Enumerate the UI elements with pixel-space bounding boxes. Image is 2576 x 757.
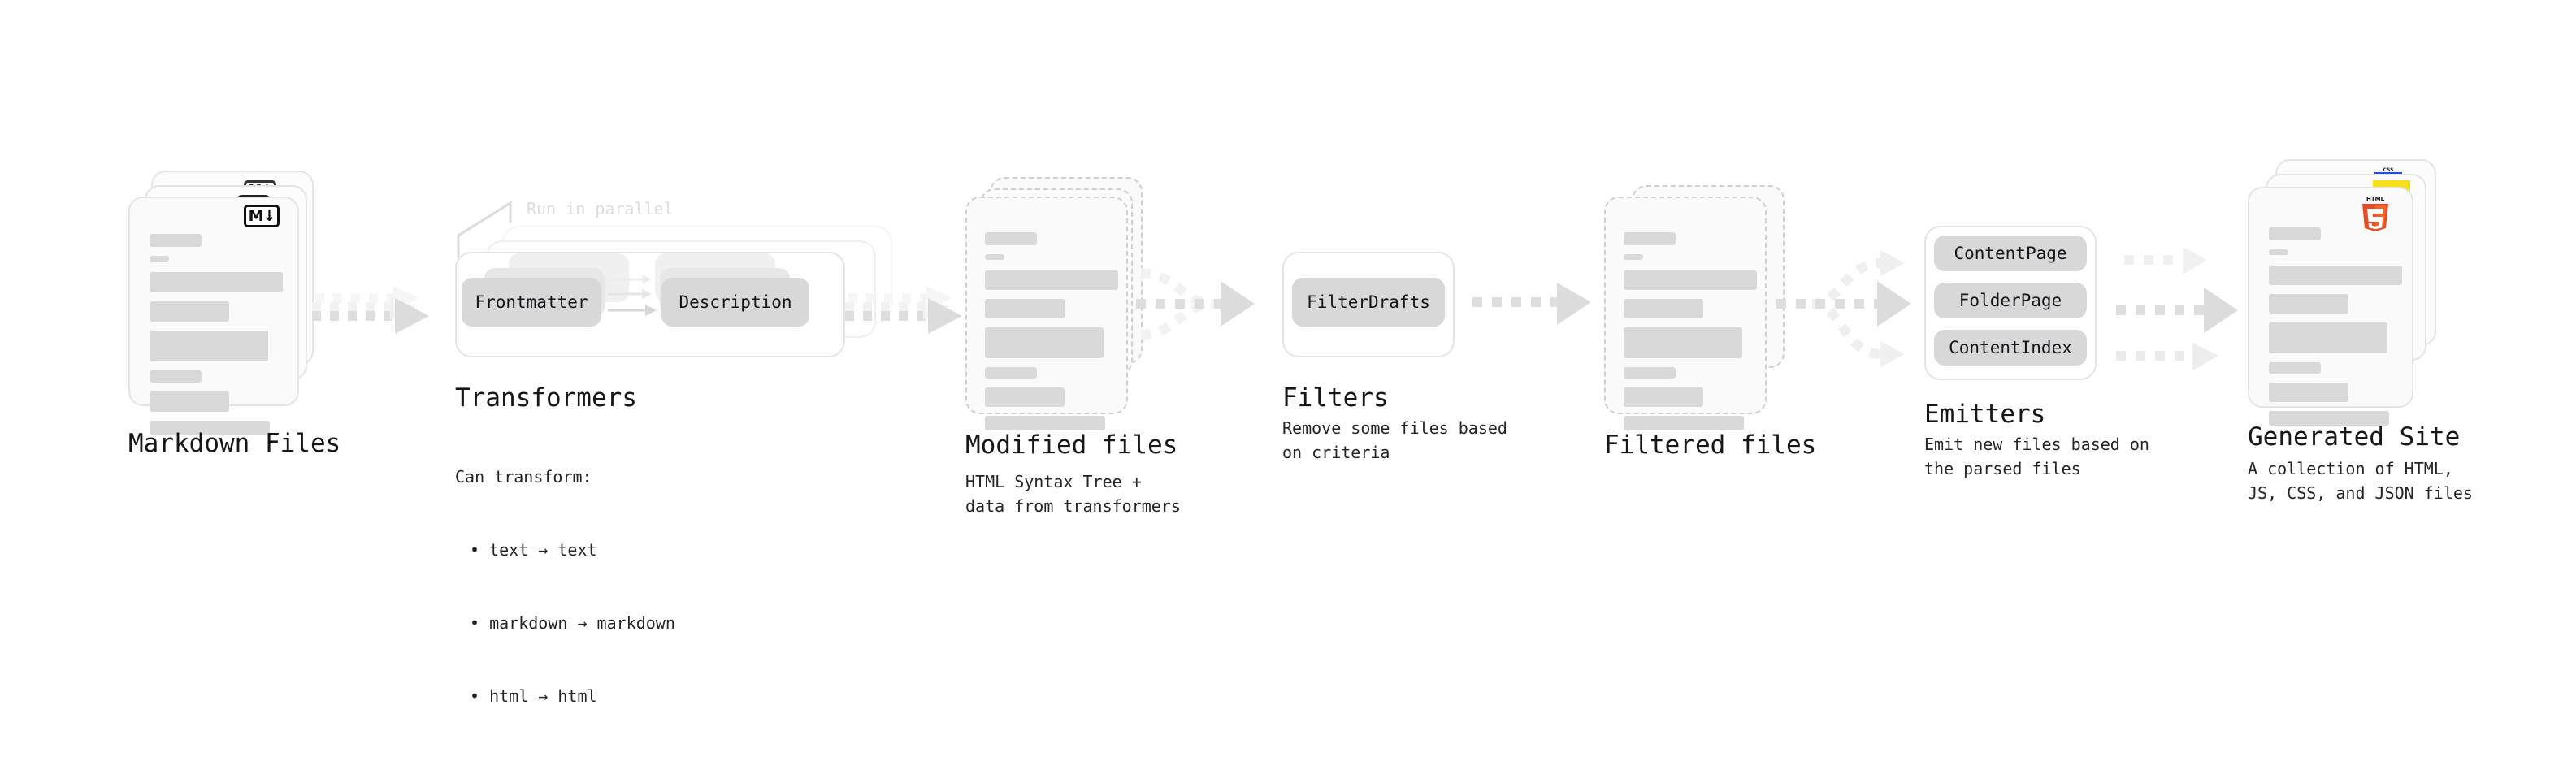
skeleton-bar [2269, 362, 2321, 374]
filter-chip-label: FilterDrafts [1307, 292, 1430, 312]
emitter-chip-contentpage[interactable]: ContentPage [1934, 236, 2087, 271]
html5-icon: HTML [2358, 193, 2392, 232]
skeleton-bar [985, 387, 1065, 407]
arrow-filters-to-filtered [1472, 283, 1591, 325]
skeleton-bars [150, 234, 283, 444]
stage-description-modified-files: HTML Syntax Tree + data from transformer… [965, 472, 1181, 516]
skeleton-bar [985, 327, 1104, 358]
stage-title-generated-site: Generated Site [2248, 422, 2461, 452]
transformer-chip-label: Frontmatter [475, 292, 588, 312]
skeleton-bar [1624, 327, 1742, 358]
stage-title-filtered-files: Filtered files [1604, 430, 1817, 460]
skeleton-bar [985, 254, 1004, 260]
transform-intro: Can transform: [455, 467, 592, 487]
skeleton-bar [2269, 227, 2321, 240]
skeleton-bar [2269, 322, 2387, 353]
skeleton-bar [1624, 254, 1643, 260]
skeleton-bar [1624, 367, 1676, 378]
emitter-chip-folderpage[interactable]: FolderPage [1934, 283, 2087, 318]
svg-text:HTML: HTML [2366, 196, 2385, 202]
skeleton-bar [2269, 249, 2288, 255]
skeleton-bar [1624, 232, 1676, 245]
arrow-transformers-to-modified [845, 286, 962, 334]
arrow-markdown-to-transformers [312, 286, 429, 334]
skeleton-bar [985, 232, 1037, 245]
transformer-chip-frontmatter[interactable]: Frontmatter [462, 278, 601, 327]
transform-bullet: • markdown → markdown [470, 613, 675, 633]
site-file-card-html[interactable] [2248, 187, 2413, 426]
emitter-chip-label: ContentPage [1954, 244, 2067, 263]
skeleton-bars [1624, 232, 1757, 439]
pipeline-diagram: M↓ M↓ M↓ Markdown Files [128, 159, 2473, 706]
skeleton-bar [2269, 411, 2389, 426]
arrow-filtered-to-emitters [1776, 250, 1911, 367]
arrow-modified-to-filters [1136, 268, 1255, 340]
skeleton-bar [2269, 294, 2348, 314]
stage-description-transformers: Can transform: • text → text • markdown … [455, 416, 675, 757]
transform-bullet: • text → text [470, 540, 597, 560]
skeleton-bar [985, 270, 1118, 290]
emitter-chip-label: FolderPage [1958, 291, 2062, 310]
modified-file-card-front[interactable] [965, 197, 1128, 430]
skeleton-bar [2269, 383, 2348, 402]
run-in-parallel-bracket [457, 201, 512, 258]
skeleton-bar [2269, 266, 2402, 285]
skeleton-bar [150, 256, 169, 262]
skeleton-bar [1624, 387, 1703, 407]
stage-description-emitters: Emit new files based on the parsed files [1924, 435, 2149, 478]
emitter-chip-label: ContentIndex [1949, 338, 2072, 357]
skeleton-bar [1624, 270, 1757, 290]
stage-description-generated-site: A collection of HTML, JS, CSS, and JSON … [2248, 459, 2473, 503]
filtered-file-card-front[interactable] [1604, 197, 1767, 430]
skeleton-bar [150, 421, 270, 435]
emitter-chip-contentindex[interactable]: ContentIndex [1934, 330, 2087, 366]
transform-bullet: • html → html [470, 686, 597, 706]
stage-title-emitters: Emitters [1924, 400, 2046, 429]
skeleton-bar [150, 370, 202, 383]
transformer-chip-description[interactable]: Description [661, 278, 809, 327]
filter-chip-filterdrafts[interactable]: FilterDrafts [1292, 278, 1445, 327]
transformer-chip-label: Description [679, 292, 792, 312]
stage-title-markdown-files: Markdown Files [128, 429, 341, 458]
skeleton-bar [985, 416, 1105, 430]
markdown-icon: M↓ [244, 205, 280, 227]
stage-description-filters: Remove some files based on criteria [1282, 418, 1507, 462]
skeleton-bar [150, 331, 268, 361]
skeleton-bar [985, 367, 1037, 378]
skeleton-bar [150, 234, 202, 247]
skeleton-bar [1624, 416, 1744, 430]
svg-text:CSS: CSS [2383, 167, 2394, 173]
skeleton-bar [150, 272, 283, 292]
stage-title-filters: Filters [1282, 383, 1389, 413]
skeleton-bar [150, 391, 229, 412]
skeleton-bar [985, 299, 1065, 318]
skeleton-bars [2269, 227, 2402, 435]
skeleton-bar [1624, 299, 1703, 318]
markdown-file-card-front[interactable] [128, 197, 299, 435]
stage-title-modified-files: Modified files [965, 430, 1178, 460]
run-in-parallel-label: Run in parallel [527, 199, 674, 218]
skeleton-bars [985, 232, 1118, 439]
skeleton-bar [150, 301, 229, 322]
stage-title-transformers: Transformers [455, 383, 637, 413]
arrow-emitters-to-site [2116, 247, 2238, 370]
transformer-inner-arrows [608, 275, 657, 316]
